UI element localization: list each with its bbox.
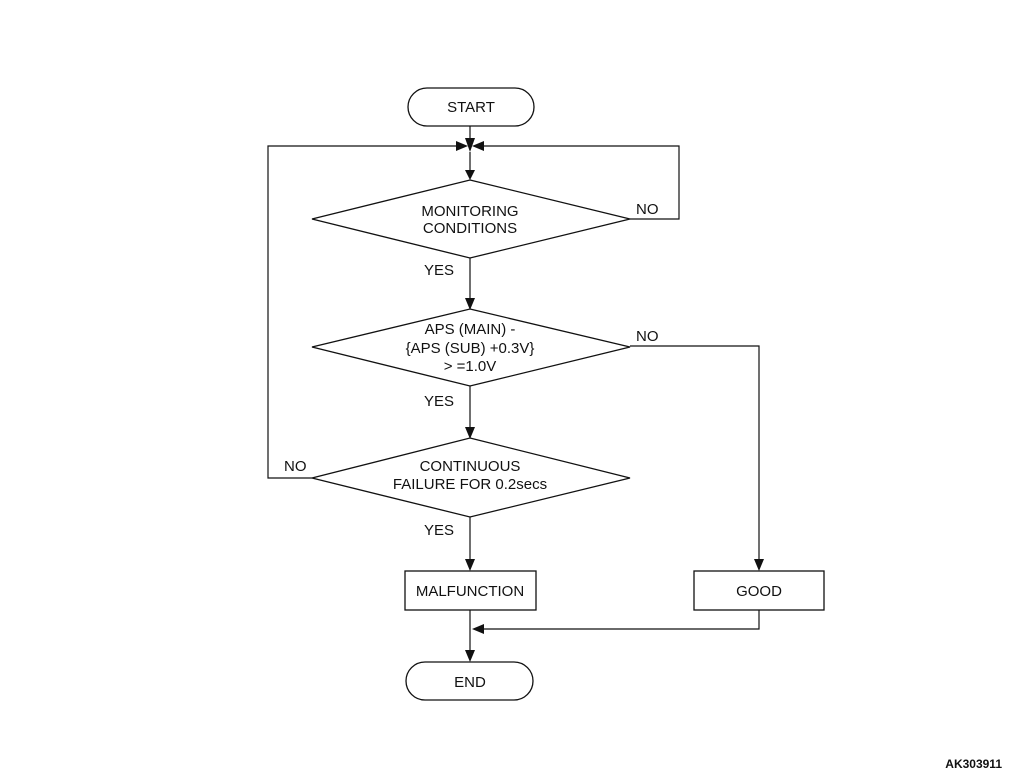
monitoring-conditions-label-line2: CONDITIONS (423, 220, 517, 237)
start-node: START (407, 87, 535, 127)
connector-monitoring-no-loop (484, 145, 680, 220)
arrow-into-good (754, 559, 764, 571)
arrow-monitoring-no-loop (472, 141, 484, 151)
good-label: GOOD (736, 583, 782, 600)
end-node: END (405, 661, 534, 701)
aps-check-label-line1: APS (MAIN) - (425, 321, 516, 338)
good-box: GOOD (693, 570, 825, 611)
figure-id: AK303911 (945, 757, 1002, 771)
monitoring-conditions-label-line1: MONITORING (421, 203, 518, 220)
malfunction-label: MALFUNCTION (416, 583, 524, 600)
continuous-failure-label-line2: FAILURE FOR 0.2secs (393, 476, 547, 493)
connector-continuous-no-loop (267, 145, 456, 479)
arrow-into-end (465, 650, 475, 662)
arrow-good-join (472, 624, 484, 634)
continuous-failure-decision: CONTINUOUS FAILURE FOR 0.2secs (311, 437, 631, 518)
start-label: START (447, 99, 495, 116)
monitoring-no-label: NO (636, 201, 659, 218)
arrow-into-merge-top (465, 138, 475, 152)
end-label: END (454, 674, 486, 691)
monitoring-yes-label: YES (424, 262, 454, 279)
aps-no-label: NO (636, 328, 659, 345)
aps-check-label-line3: > =1.0V (444, 358, 497, 375)
connector-good-to-end (484, 610, 760, 630)
arrow-into-continuous-failure (465, 427, 475, 439)
continuous-yes-label: YES (424, 522, 454, 539)
connectors (267, 126, 764, 662)
arrow-into-monitoring (465, 170, 475, 180)
continuous-failure-label-line1: CONTINUOUS (420, 458, 521, 475)
aps-check-decision: APS (MAIN) - {APS (SUB) +0.3V} > =1.0V (311, 308, 631, 387)
malfunction-box: MALFUNCTION (404, 570, 537, 611)
connector-aps-no-to-good (630, 345, 760, 560)
monitoring-conditions-decision: MONITORING CONDITIONS (311, 179, 631, 259)
arrow-into-malfunction (465, 559, 475, 571)
continuous-no-label: NO (284, 458, 307, 475)
arrow-continuous-no-loop (456, 141, 468, 151)
aps-yes-label: YES (424, 393, 454, 410)
aps-check-label-line2: {APS (SUB) +0.3V} (406, 340, 535, 357)
arrow-into-aps-check (465, 298, 475, 310)
